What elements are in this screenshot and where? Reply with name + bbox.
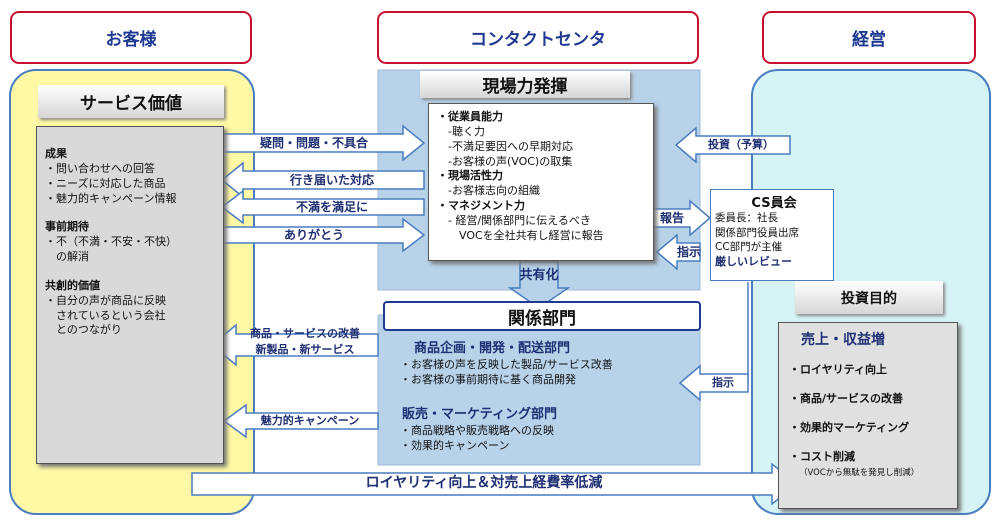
- label-investment-budget: 投資（予算）: [708, 138, 774, 152]
- list-item: ・不（不満・不安・不快）: [45, 235, 177, 249]
- investment-purpose-title: 投資目的: [795, 281, 943, 314]
- list-item: -お客様の声(VOC)の取集: [437, 154, 573, 168]
- dept-heading: 販売・マーケティング部門: [402, 406, 557, 422]
- list-item: ・効果的キャンペーン: [400, 438, 510, 452]
- label-instruction: 指示: [676, 244, 701, 259]
- service-value-box: 成果 ・問い合わせへの回答 ・ニーズに対応した商品 ・魅力的キャンペーン情報 事…: [36, 126, 224, 464]
- label-questions: 疑問・問題・不具合: [259, 135, 368, 150]
- label-products-1: 商品・サービスの改善: [250, 327, 360, 341]
- list-item: の解消: [45, 250, 89, 264]
- dept-title: 関係部門: [383, 301, 701, 331]
- list-item: されているという会社: [45, 308, 166, 322]
- arrow-questions: [221, 124, 426, 162]
- arrow-dissatisfaction: [221, 217, 426, 253]
- list-item: ・魅力的キャンペーン情報: [45, 191, 177, 205]
- list-item: ・現場活性力: [437, 169, 503, 183]
- cs-line: 委員長：社長: [715, 212, 778, 224]
- revenue-subtitle: 売上・収益増: [801, 332, 885, 348]
- arrow-report: [651, 199, 712, 237]
- list-item: ・コスト削減: [789, 449, 855, 463]
- label-campaign: 魅力的キャンペーン: [260, 414, 360, 428]
- investment-purpose-box: 売上・収益増 ・ロイヤリティ向上 ・商品/サービスの改善 ・効果的マーケティング…: [778, 322, 958, 509]
- label-dissatisfaction-1: 不満を満足に: [295, 199, 368, 214]
- header-contact-center: コンタクトセンタ: [377, 11, 699, 64]
- list-item: ・ニーズに対応した商品: [45, 176, 166, 190]
- connector-instruction: [700, 282, 749, 383]
- section-heading: 事前期待: [45, 220, 89, 234]
- header-management: 経営: [762, 11, 976, 64]
- list-item: - 経営/関係部門に伝えるべき: [437, 213, 591, 227]
- list-item: ・お客様の声を反映した製品/サービス改善: [400, 358, 613, 372]
- cs-title: CS員会: [751, 196, 797, 211]
- arrow-share: [507, 261, 571, 309]
- header-customer: お客様: [10, 11, 252, 64]
- section-heading: 共創的価値: [45, 278, 100, 292]
- list-item: -聴く力: [437, 124, 485, 138]
- arrow-products: [210, 323, 379, 367]
- section-heading: 成果: [45, 147, 67, 160]
- list-item: VOCを全社共有し経営に報告: [437, 228, 604, 242]
- list-item: ・マネジメント力: [437, 199, 525, 213]
- label-products-2: 新製品・新サービス: [255, 343, 355, 357]
- field-power-title: 現場力発揮: [420, 71, 630, 98]
- list-item: ・自分の声が商品に反映: [45, 293, 166, 307]
- list-item: ・商品戦略や販売戦略への反映: [400, 424, 554, 438]
- cs-line: CC部門が主催: [715, 241, 783, 254]
- share-label: 共有化: [519, 267, 559, 283]
- list-item: ・商品/サービスの改善: [789, 391, 904, 405]
- arrow-campaign: [222, 403, 379, 439]
- service-value-title: サービス価値: [38, 85, 224, 118]
- arrow-thorough: [220, 161, 425, 199]
- list-item: ・効果的マーケティング: [789, 420, 910, 434]
- arrow-instruction: [655, 233, 701, 271]
- arrow-dissatisfaction-back: [220, 189, 425, 225]
- label-thorough: 行き届いた対応: [289, 172, 374, 187]
- label-instruction-dept: 指示: [712, 376, 734, 390]
- cost-note: （VOCから無駄を発見し削減）: [799, 468, 920, 479]
- list-item: -お客様志向の組織: [437, 184, 540, 198]
- cs-emphasis: 厳しいレビュー: [715, 255, 792, 269]
- label-bottom: ロイヤリティ向上＆対売上経費率低減: [365, 475, 603, 492]
- list-item: ・従業員能力: [437, 110, 503, 123]
- list-item: ・問い合わせへの回答: [45, 161, 155, 175]
- field-power-box: ・従業員能力 -聴く力 -不満足要因への早期対応 -お客様の声(VOC)の取集 …: [428, 103, 654, 261]
- list-item: とのつながり: [45, 323, 122, 337]
- list-item: ・お客様の事前期待に基く商品開発: [400, 373, 576, 387]
- label-report: 報告: [659, 210, 684, 225]
- list-item: ・ロイヤリティ向上: [789, 363, 888, 376]
- cs-line: 関係部門役員出席: [715, 226, 799, 239]
- arrow-investment: [674, 126, 791, 164]
- list-item: -不満足要因への早期対応: [437, 139, 573, 153]
- dept-content: 商品企画・開発・配送部門 ・お客様の声を反映した製品/サービス改善 ・お客様の事…: [400, 340, 698, 454]
- label-dissatisfaction-2: ありがとう: [283, 227, 344, 242]
- arrow-instruction-dept: [678, 364, 749, 402]
- cs-committee-box: CS員会 委員長：社長 関係部門役員出席 CC部門が主催 厳しいレビュー: [710, 189, 834, 281]
- dept-heading: 商品企画・開発・配送部門: [414, 341, 571, 356]
